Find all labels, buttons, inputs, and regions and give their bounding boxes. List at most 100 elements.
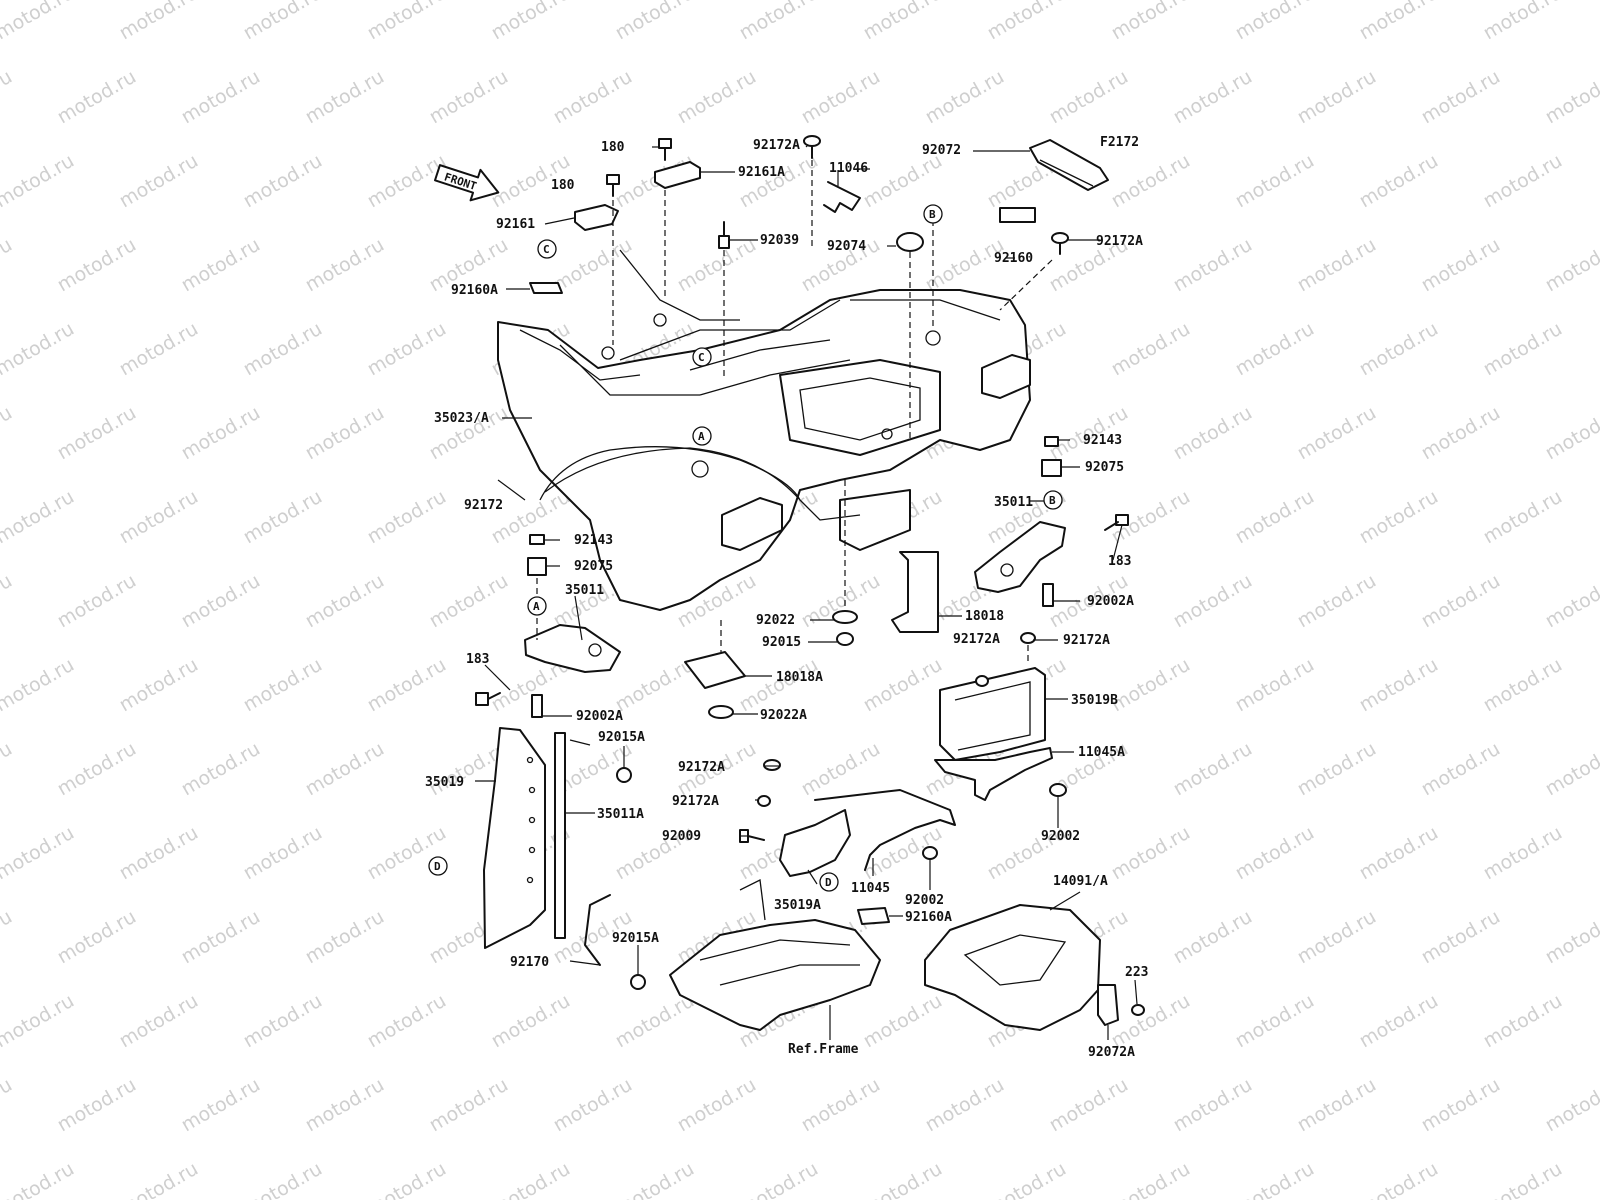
watermark-text: motod.ru <box>860 150 946 213</box>
watermark-text: motod.ru <box>0 738 16 801</box>
label-92160A-lower: 92160A <box>905 910 952 925</box>
label-18018A: 18018A <box>776 670 823 685</box>
watermark-text: motod.ru <box>54 906 140 969</box>
bracket-11045A <box>934 747 1053 801</box>
label-11046: 11046 <box>829 161 868 176</box>
watermark-text: motod.ru <box>1232 486 1318 549</box>
watermark-text: motod.ru <box>984 1158 1070 1200</box>
label-35019: 35019 <box>425 775 464 790</box>
label-92015: 92015 <box>762 635 801 650</box>
label-92170: 92170 <box>510 955 549 970</box>
watermark-text: motod.ru <box>1356 1158 1442 1200</box>
watermark-text: motod.ru <box>736 150 822 213</box>
watermark-text: motod.ru <box>240 0 326 44</box>
ref-c-upper: C <box>543 243 550 256</box>
label-92072A: 92072A <box>1088 1045 1135 1060</box>
watermark-text: motod.ru <box>116 486 202 549</box>
watermark-text: motod.ru <box>1046 1074 1132 1137</box>
label-92161A: 92161A <box>738 165 785 180</box>
bolt-92002-low <box>922 846 938 860</box>
pad-92160A-lower <box>857 907 890 925</box>
clip-11046 <box>823 181 861 213</box>
watermark-text: motod.ru <box>612 990 698 1053</box>
nut-92015A-upper <box>616 767 632 783</box>
watermark-text: motod.ru <box>0 822 78 885</box>
label-11045: 11045 <box>851 881 890 896</box>
label-35011-right: 35011 <box>994 495 1033 510</box>
watermark-text: motod.ru <box>178 570 264 633</box>
watermark-text: motod.ru <box>0 150 78 213</box>
watermark-text: motod.ru <box>1356 486 1442 549</box>
leader-lines <box>475 144 1138 1040</box>
label-92075-left: 92075 <box>574 559 613 574</box>
nut-92015 <box>836 632 854 646</box>
pad-92160 <box>999 207 1036 223</box>
watermark-text: motod.ru <box>240 318 326 381</box>
label-92002A-right: 92002A <box>1087 594 1134 609</box>
tool-box-14091 <box>924 904 1101 1031</box>
watermark-text: motod.ru <box>426 66 512 129</box>
watermark-text: motod.ru <box>240 486 326 549</box>
latch-92072A <box>1097 984 1119 1026</box>
washer-92022A <box>708 705 734 719</box>
label-180-lower: 180 <box>551 178 575 193</box>
watermark-text: motod.ru <box>302 402 388 465</box>
label-92074: 92074 <box>827 239 866 254</box>
watermark-text: motod.ru <box>488 990 574 1053</box>
watermark-text: motod.ru <box>1108 0 1194 44</box>
watermark-text: motod.ru <box>1294 570 1380 633</box>
plate-35011A <box>554 732 566 939</box>
watermark-text: motod.ru <box>302 738 388 801</box>
watermark-text: motod.ru <box>116 990 202 1053</box>
label-14091A: 14091/A <box>1053 874 1108 889</box>
watermark-text: motod.ru <box>488 0 574 44</box>
mud-flap-35019 <box>483 727 546 949</box>
label-92015A-lower: 92015A <box>612 931 659 946</box>
label-92172A-right: 92172A <box>1096 234 1143 249</box>
watermark-text: motod.ru <box>1542 1074 1600 1137</box>
bolt-92002A-left <box>531 694 543 718</box>
watermark-text: motod.ru <box>1542 906 1600 969</box>
label-92172A-low1: 92172A <box>678 760 725 775</box>
watermark-text: motod.ru <box>1232 0 1318 44</box>
label-92160A-upper: 92160A <box>451 283 498 298</box>
watermark-text: motod.ru <box>240 822 326 885</box>
washer-92022 <box>832 610 858 624</box>
watermark-text: motod.ru <box>302 234 388 297</box>
watermark-text: motod.ru <box>0 402 16 465</box>
watermark-text: motod.ru <box>0 1158 78 1200</box>
watermark-text: motod.ru <box>860 990 946 1053</box>
bracket-35011-right <box>974 521 1066 593</box>
watermark-text: motod.ru <box>302 1074 388 1137</box>
watermark-text: motod.ru <box>1480 150 1566 213</box>
ref-d-left: D <box>434 860 441 873</box>
watermark-text: motod.ru <box>1232 990 1318 1053</box>
watermark-text: motod.ru <box>674 234 760 297</box>
watermark-text: motod.ru <box>54 66 140 129</box>
watermark-text: motod.ru <box>0 906 16 969</box>
rear-carrier-body <box>497 249 1031 611</box>
watermark-text: motod.ru <box>1170 234 1256 297</box>
bolt-223 <box>1131 1004 1145 1016</box>
watermark-text: motod.ru <box>178 906 264 969</box>
bracket-18018 <box>891 551 939 633</box>
watermark-text: motod.ru <box>116 822 202 885</box>
watermark-text: motod.ru <box>240 990 326 1053</box>
strap-detail <box>1039 159 1094 187</box>
label-183-right: 183 <box>1108 554 1131 569</box>
watermark-text: motod.ru <box>0 234 16 297</box>
bolt-180-lower <box>606 174 620 197</box>
watermark-text: motod.ru <box>1480 654 1566 717</box>
watermark-text: motod.ru <box>302 570 388 633</box>
damper-92075-right <box>1041 459 1062 477</box>
watermark-text: motod.ru <box>1480 822 1566 885</box>
nut-92015A-lower <box>630 974 646 990</box>
screw-92172A-low <box>757 759 781 807</box>
watermark-text: motod.ru <box>1480 990 1566 1053</box>
bolt-183-left <box>475 692 501 706</box>
watermark-text: motod.ru <box>1542 234 1600 297</box>
clip-92170 <box>584 894 611 966</box>
watermark-text: motod.ru <box>240 654 326 717</box>
label-ref-frame: Ref.Frame <box>788 1042 859 1057</box>
label-35019A: 35019A <box>774 898 821 913</box>
